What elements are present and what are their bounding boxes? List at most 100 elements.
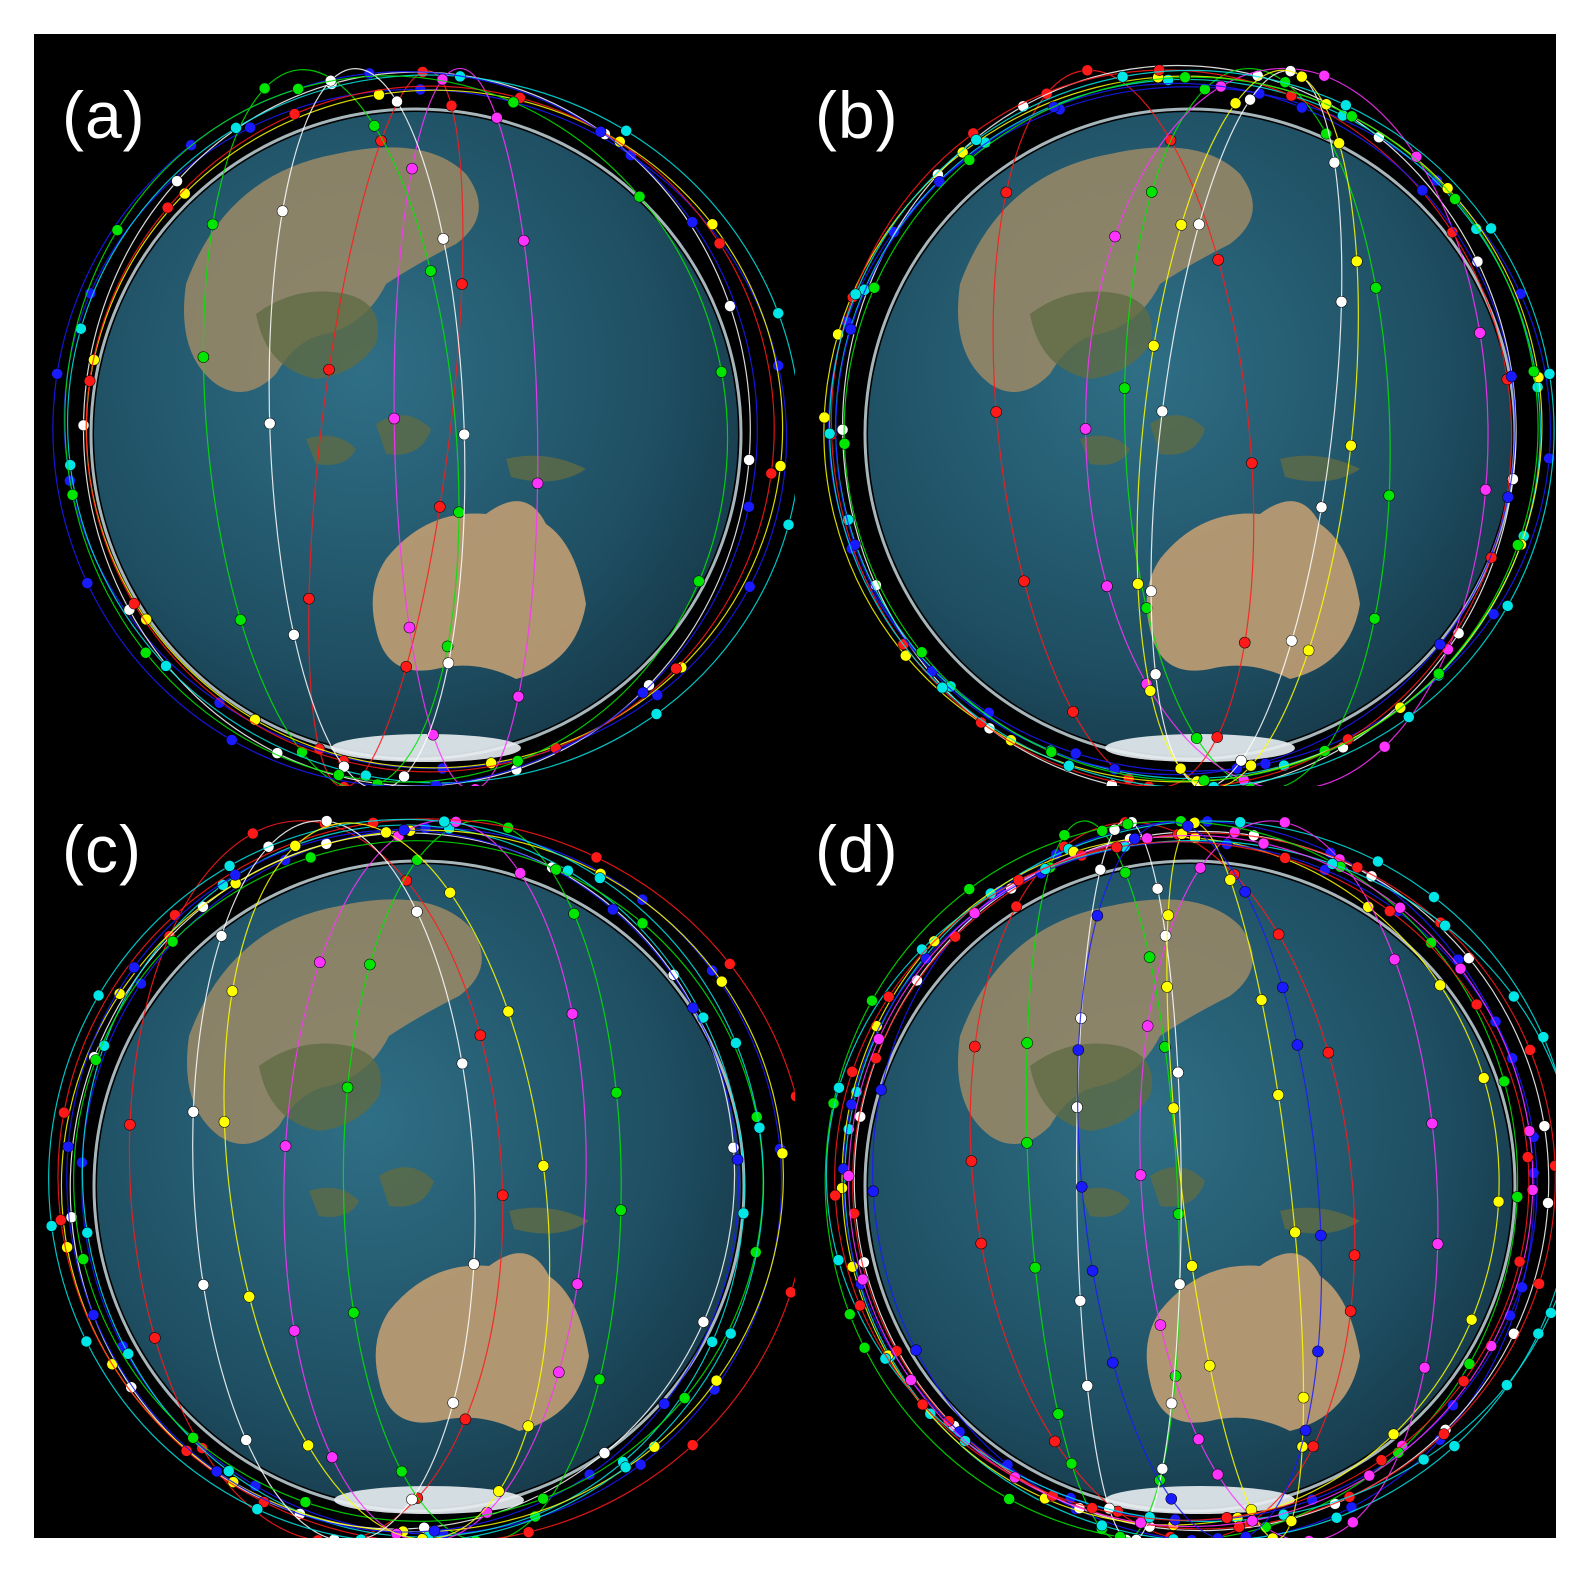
satellite-dot [425,265,437,277]
satellite-dot [1312,1345,1324,1358]
satellite-dot [965,1155,978,1167]
satellite-dot [1207,781,1220,786]
satellite-dot [883,991,895,1003]
satellite-dot [447,1397,459,1409]
satellite-dot [1378,740,1391,753]
satellite-dot [438,815,450,828]
satellite-dot [1145,186,1158,198]
satellite-dot [450,816,462,828]
satellite-dot [1524,1044,1536,1056]
satellite-dot [1315,501,1328,514]
satellite-dot [633,190,646,203]
satellite-dot [514,867,526,879]
orbit-group [818,64,1556,786]
satellite-dot [905,1374,917,1386]
satellite-dot [1190,732,1203,744]
satellite-dot [772,359,784,372]
satellite-dot [875,1084,887,1096]
earth-globe [863,107,1517,762]
satellite-dot [363,67,376,80]
satellite-dot [1538,1120,1551,1132]
satellite-dot [314,956,326,969]
satellite-dot [1165,1493,1178,1505]
satellite-dot [81,1227,94,1239]
satellite-dot [636,917,649,930]
satellite-dot [1368,612,1381,625]
satellite-dot [1172,1208,1185,1220]
satellite-dot [111,224,124,236]
satellite-dot [1383,489,1395,502]
satellite-dot [1173,1278,1186,1290]
satellite-dot [249,1479,262,1492]
satellite-dot [398,770,410,783]
satellite-dot [90,1054,102,1066]
satellite-dot [299,1496,312,1508]
satellite-dot [1375,1454,1388,1466]
satellite-dot [355,1533,367,1538]
satellite-dot [1018,575,1030,587]
satellite-dot [1474,327,1486,339]
earth-orbit-view-c [45,815,795,1538]
satellite-dot [829,1189,841,1202]
satellite-dot [1224,874,1236,886]
satellite-dot [1485,1340,1497,1352]
satellite-dot [444,886,456,899]
satellite-dot [1418,1361,1431,1374]
satellite-dot [1094,863,1107,876]
satellite-dot [774,460,787,472]
satellite-dot [1505,370,1518,383]
satellite-dot [1384,905,1396,917]
satellite-dot [400,874,413,887]
satellite-dot [341,1081,354,1094]
satellite-dot [1021,1137,1033,1149]
satellite-dot [1199,83,1211,95]
satellite-dot [1141,832,1153,845]
satellite-dot [849,288,862,300]
satellite-dot [782,519,795,531]
satellite-dot [481,1506,493,1519]
satellite-dot [607,903,619,916]
panel-label-c: (c) [62,812,142,886]
satellite-dot [1211,1468,1224,1481]
satellite-dot [1479,484,1492,496]
satellite-dot [1351,255,1363,268]
satellite-dot [620,125,632,137]
satellite-dot [619,1461,632,1473]
satellite-dot [1067,706,1079,718]
satellite-dot [731,1153,744,1166]
satellite-dot [1185,1534,1198,1538]
satellite-dot [1370,282,1382,294]
satellite-dot [1212,254,1224,266]
satellite-dot [226,985,239,997]
satellite-dot [64,459,77,471]
satellite-dot [80,1335,93,1348]
satellite-dot [1079,423,1092,435]
satellite-dot [553,1366,565,1379]
satellite-dot [936,681,948,694]
satellite-dot [1029,1261,1042,1274]
satellite-dot [1441,182,1454,195]
satellite-dot [1291,1039,1304,1051]
satellite-dot [1449,193,1461,205]
satellite-dot [615,1204,627,1216]
satellite-dot [610,1086,623,1099]
satellite-dot [1501,1379,1513,1391]
satellite-dot [398,824,410,836]
satellite-dot [304,851,317,864]
satellite-dot [414,83,427,96]
satellite-dot [1049,1435,1061,1448]
satellite-dot [1526,1184,1539,1196]
satellite-dot [1340,99,1352,111]
satellite-dot [493,1485,505,1497]
satellite-dot [474,1029,487,1042]
satellite-dot [910,1344,922,1356]
satellite-dot [730,1037,742,1049]
satellite-dot [693,575,705,588]
satellite-dot [550,863,562,876]
satellite-dot [1344,1305,1357,1317]
satellite-dot [1492,1195,1505,1208]
satellite-dot [823,427,836,440]
satellite-dot [836,1182,848,1194]
satellite-dot [1179,71,1191,84]
satellite-dot [844,1308,856,1320]
